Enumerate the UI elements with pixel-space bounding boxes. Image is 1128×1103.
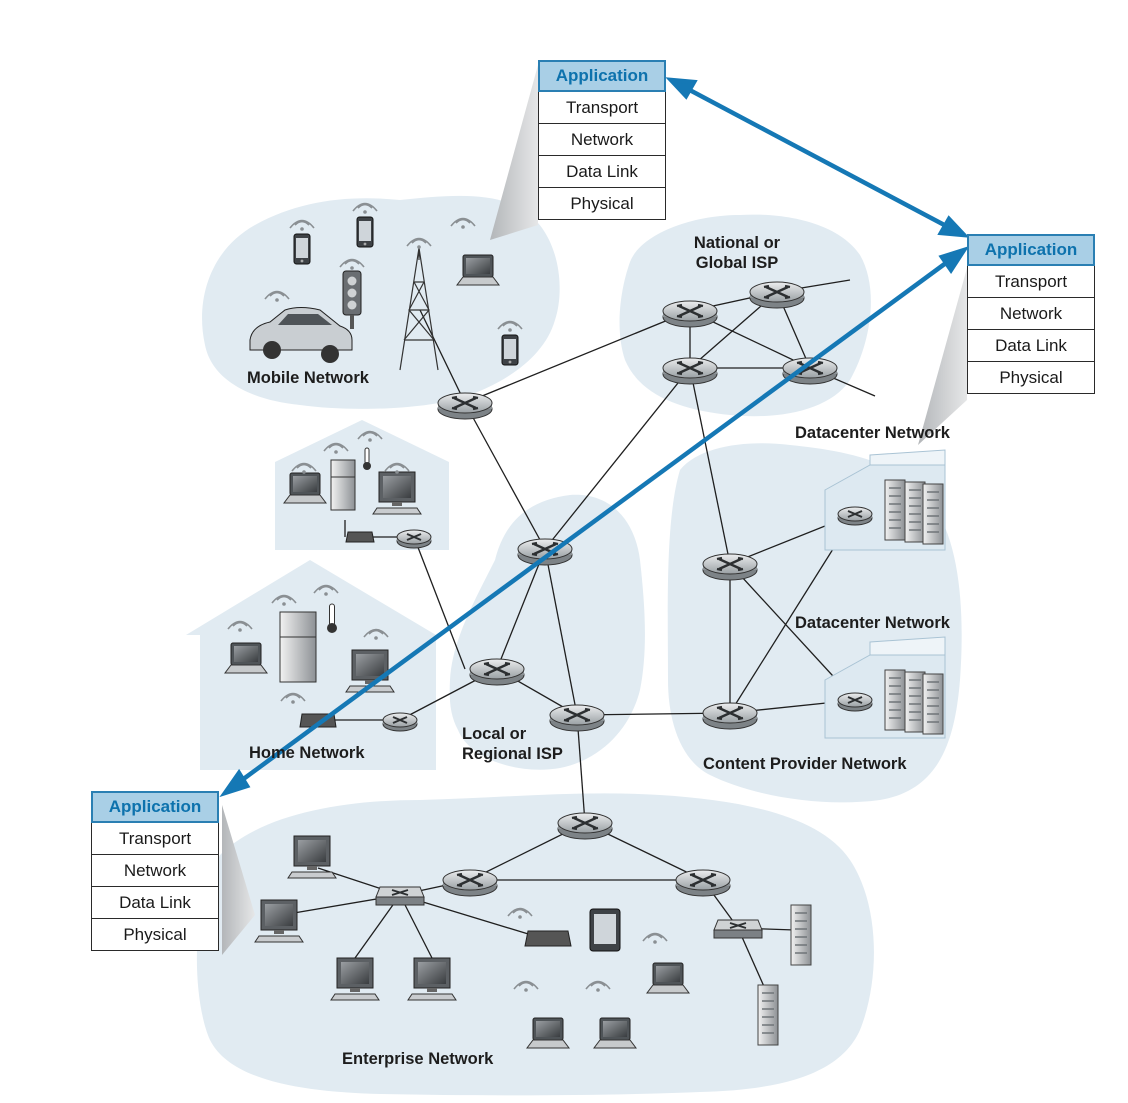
label-national-isp-line2: Global ISP [695,254,779,272]
smartphone-icon [501,334,519,366]
server-rack-icon [884,479,906,541]
layer-network: Network [91,855,219,887]
laptop-icon [526,1017,570,1049]
home-network-1-house [275,420,449,550]
mobile-network-cloud [202,195,560,409]
tablet-icon [589,908,621,952]
router-icon [674,868,732,898]
callout-wedge-mobile [490,65,538,240]
desktop-icon [372,471,422,515]
regional-isp-cloud [449,494,645,770]
server-rack-icon [922,483,944,545]
label-content-provider-network: Content Provider Network [703,755,907,773]
traffic-light-icon [342,270,362,329]
layer-data-link: Data Link [538,156,666,188]
label-home-network: Home Network [249,744,365,762]
callout-wedge-datacenter [918,268,967,445]
router-icon [701,701,759,731]
server-rack-icon [790,904,812,966]
car-icon [249,307,353,363]
thermometer-icon [363,447,371,470]
router-icon [661,299,719,329]
layer-data-link: Data Link [967,330,1095,362]
label-mobile-network: Mobile Network [247,369,369,387]
router-icon [382,712,418,732]
server-rack-icon [904,671,926,733]
server-rack-icon [757,984,779,1046]
layer-transport: Transport [538,92,666,124]
layer-network: Network [538,124,666,156]
layer-transport: Transport [967,266,1095,298]
router-icon [837,506,873,526]
home-network-2-devices [224,584,418,732]
enterprise-devices [254,835,812,1049]
label-regional-isp-line2: Regional ISP [462,745,563,763]
layer-physical: Physical [538,188,666,220]
datacenter-bottom [824,636,946,739]
layer-application: Application [91,791,219,823]
cell-tower-icon [399,247,439,371]
router-icon [396,529,432,549]
refrigerator-icon [330,459,356,511]
label-regional-isp: Local or Regional ISP [462,724,563,764]
layer-physical: Physical [967,362,1095,394]
protocol-stack-enterprise: Application Transport Network Data Link … [91,791,219,951]
router-icon [701,552,759,582]
mobile-network-devices [249,202,523,371]
label-regional-isp-line1: Local or [462,725,527,743]
server-rack-icon [922,673,944,735]
label-datacenter-network-bottom: Datacenter Network [795,614,950,632]
router-icon [661,356,719,386]
arrow-enterprise-to-datacenter [236,258,952,785]
laptop-icon [283,472,327,504]
layer-data-link: Data Link [91,887,219,919]
server-rack-icon [904,481,926,543]
layer-physical: Physical [91,919,219,951]
smartphone-icon [293,233,311,265]
layer-application: Application [967,234,1095,266]
router-icon [748,280,806,310]
laptop-icon [224,642,268,674]
label-national-isp-line1: National or [693,234,781,252]
label-datacenter-network-top: Datacenter Network [795,424,950,442]
laptop-icon [456,254,500,286]
desktop-icon [254,899,304,943]
wifi-access-point-icon [524,930,572,947]
label-enterprise-network: Enterprise Network [342,1050,494,1068]
router-icon [837,692,873,712]
smartphone-icon [356,216,374,248]
label-national-isp: National or Global ISP [672,233,802,273]
desktop-icon [407,957,457,1001]
server-rack-icon [884,669,906,731]
laptop-icon [593,1017,637,1049]
router-icon [441,868,499,898]
desktop-icon [330,957,380,1001]
desktop-icon [287,835,337,879]
router-icon [436,391,494,421]
layer-network: Network [967,298,1095,330]
switch-icon [713,919,763,939]
layer-transport: Transport [91,823,219,855]
logical-link-arrows [219,77,970,798]
protocol-stack-mobile: Application Transport Network Data Link … [538,60,666,220]
callout-wedge-enterprise [222,805,255,955]
router-icon [556,811,614,841]
laptop-icon [646,962,690,994]
router-icon [468,657,526,687]
refrigerator-icon [279,611,317,683]
switch-icon [375,886,425,906]
arrow-mobile-to-datacenter [682,85,952,230]
wifi-access-point-icon [345,531,375,543]
datacenter-top [824,449,946,551]
protocol-stack-datacenter: Application Transport Network Data Link … [967,234,1095,394]
thermometer-icon [327,603,337,633]
layer-application: Application [538,60,666,92]
home-network-1-devices [283,430,432,549]
